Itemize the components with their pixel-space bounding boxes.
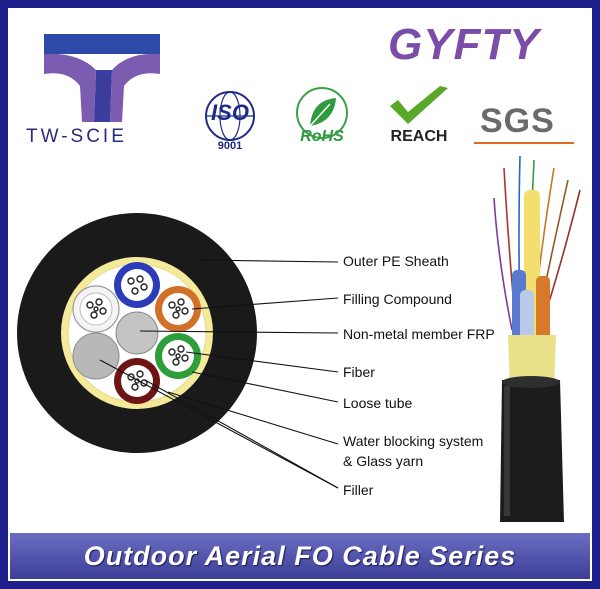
brand-name: TW-SCIE bbox=[26, 126, 127, 147]
iso-globe-icon bbox=[205, 91, 255, 141]
sgs-badge: SGS bbox=[474, 96, 574, 148]
sgs-underline bbox=[474, 142, 574, 144]
rohs-badge: RoHS bbox=[290, 86, 354, 148]
label-water-blocking-system: Water blocking system bbox=[343, 433, 484, 449]
label-fiber: Fiber bbox=[343, 364, 375, 380]
label-glass-yarn: & Glass yarn bbox=[343, 453, 424, 469]
label-non-metal-member-frp: Non-metal member FRP bbox=[343, 326, 495, 342]
frp-center-member bbox=[115, 311, 159, 355]
label-outer-pe-sheath: Outer PE Sheath bbox=[343, 253, 449, 269]
cable-product-illustration bbox=[493, 155, 581, 522]
leader-lines bbox=[99, 259, 339, 489]
filler-rod bbox=[72, 332, 120, 380]
label-filling-compound: Filling Compound bbox=[343, 291, 452, 307]
checkmark-icon bbox=[390, 86, 448, 124]
reach-badge: REACH bbox=[386, 84, 452, 148]
series-banner-text: Outdoor Aerial FO Cable Series bbox=[83, 541, 517, 571]
series-banner: Outdoor Aerial FO Cable Series bbox=[10, 533, 590, 579]
iso-badge: ISO 9001 bbox=[192, 86, 268, 154]
iso-label: ISO bbox=[211, 100, 249, 125]
label-filler: Filler bbox=[343, 482, 374, 498]
sgs-label: SGS bbox=[480, 102, 555, 140]
product-code-title: GYFTY bbox=[388, 20, 540, 69]
iso-number: 9001 bbox=[217, 140, 243, 152]
tw-scie-logo-icon bbox=[44, 34, 160, 122]
reach-label: REACH bbox=[390, 128, 448, 145]
label-loose-tube: Loose tube bbox=[343, 395, 413, 411]
rohs-leaf-icon bbox=[296, 87, 348, 139]
rohs-label: RoHS bbox=[300, 128, 344, 145]
loose-tube-blue bbox=[114, 262, 160, 308]
